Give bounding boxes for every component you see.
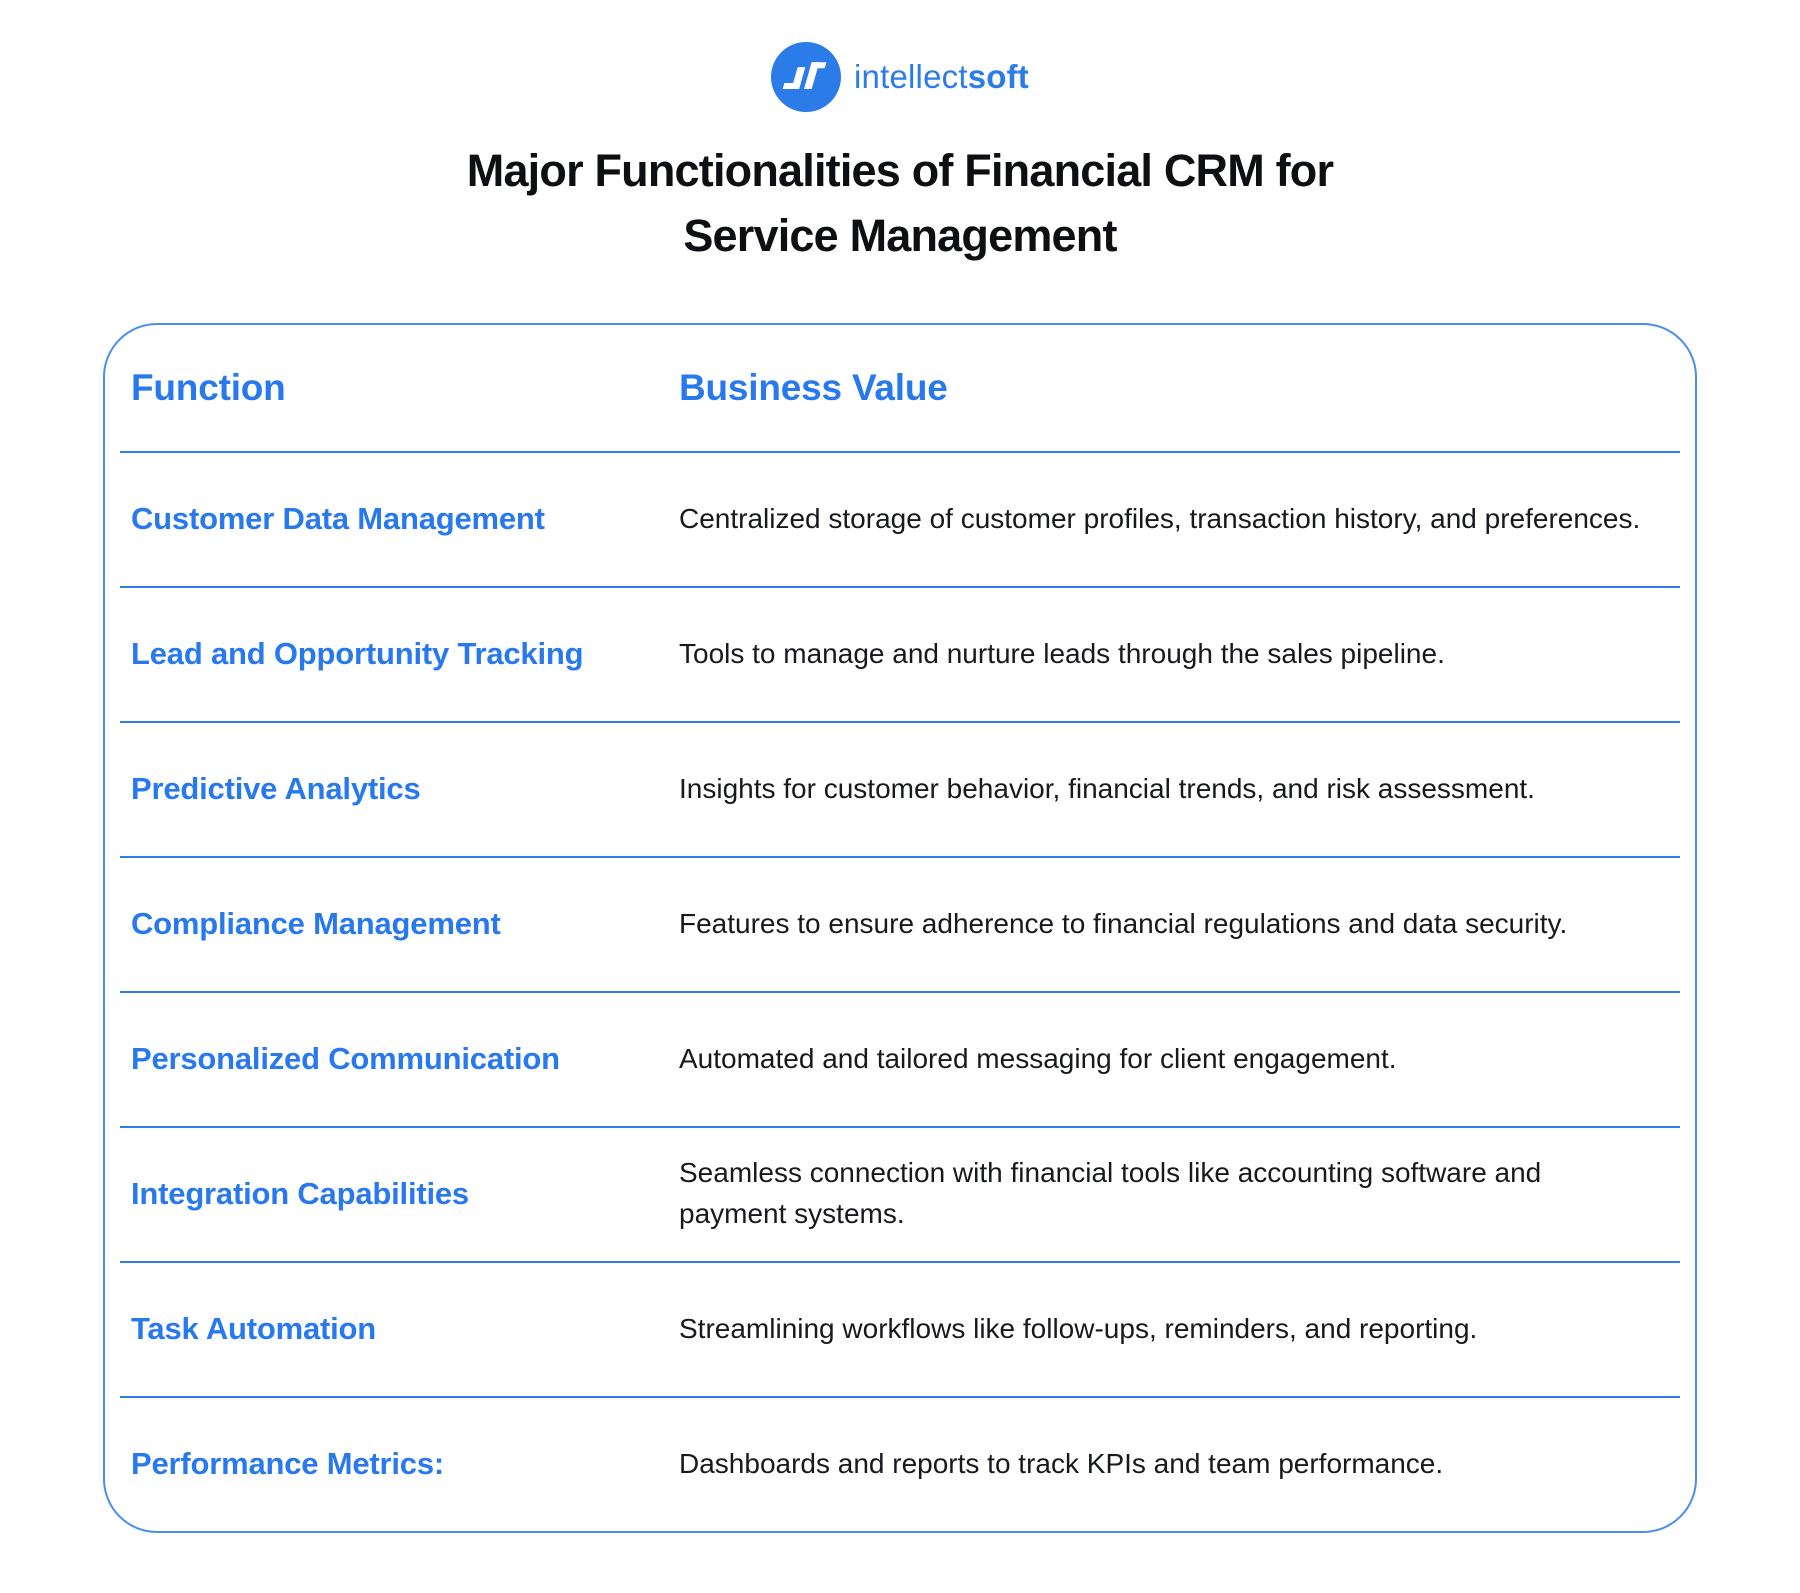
row-divider: [120, 585, 1680, 588]
value-cell: Seamless connection with financial tools…: [679, 1157, 1542, 1229]
table-row: Lead and Opportunity Tracking Tools to m…: [105, 588, 1695, 721]
brand-logo: intellectsoft: [0, 0, 1800, 112]
function-cell: Performance Metrics:: [131, 1446, 445, 1481]
function-cell: Compliance Management: [131, 906, 501, 941]
function-cell: Customer Data Management: [131, 501, 545, 536]
table-header-row: Function Business Value: [105, 325, 1695, 451]
function-cell: Lead and Opportunity Tracking: [131, 636, 584, 671]
table-row: Task Automation Streamlining workflows l…: [105, 1263, 1695, 1396]
table-row: Predictive Analytics Insights for custom…: [105, 723, 1695, 856]
value-cell: Insights for customer behavior, financia…: [679, 772, 1535, 804]
function-cell: Personalized Communication: [131, 1041, 560, 1076]
row-divider: [120, 1260, 1680, 1263]
row-divider: [120, 450, 1680, 453]
intellectsoft-monogram-icon: [771, 42, 841, 112]
value-cell: Features to ensure adherence to financia…: [679, 907, 1568, 939]
row-divider: [120, 720, 1680, 723]
brand-wordmark: intellectsoft: [854, 58, 1029, 96]
table-row: Compliance Management Features to ensure…: [105, 858, 1695, 991]
value-cell: Centralized storage of customer profiles…: [679, 502, 1641, 534]
header-function: Function: [131, 366, 286, 408]
value-cell: Tools to manage and nurture leads throug…: [679, 637, 1445, 669]
brand-name-regular: intellect: [854, 58, 968, 95]
title-line-2: Service Management: [683, 210, 1117, 262]
brand-name-bold: soft: [967, 58, 1029, 95]
table-row: Personalized Communication Automated and…: [105, 993, 1695, 1126]
table-row: Integration Capabilities Seamless connec…: [105, 1128, 1695, 1261]
functions-table: Function Business Value Customer Data Ma…: [103, 322, 1697, 1533]
function-cell: Predictive Analytics: [131, 771, 421, 806]
row-divider: [120, 990, 1680, 993]
table-row: Customer Data Management Centralized sto…: [105, 453, 1695, 586]
row-divider: [120, 855, 1680, 858]
title-line-1: Major Functionalities of Financial CRM f…: [466, 145, 1334, 196]
function-cell: Task Automation: [131, 1311, 377, 1346]
header-business-value: Business Value: [679, 366, 948, 408]
row-divider: [120, 1395, 1680, 1398]
page-title: Major Functionalities of Financial CRM f…: [0, 138, 1800, 269]
value-cell: Automated and tailored messaging for cli…: [679, 1042, 1397, 1074]
value-cell: Streamlining workflows like follow-ups, …: [679, 1312, 1478, 1344]
value-cell: Dashboards and reports to track KPIs and…: [679, 1447, 1444, 1479]
table-row: Performance Metrics: Dashboards and repo…: [105, 1398, 1695, 1531]
row-divider: [120, 1125, 1680, 1128]
function-cell: Integration Capabilities: [131, 1176, 469, 1211]
